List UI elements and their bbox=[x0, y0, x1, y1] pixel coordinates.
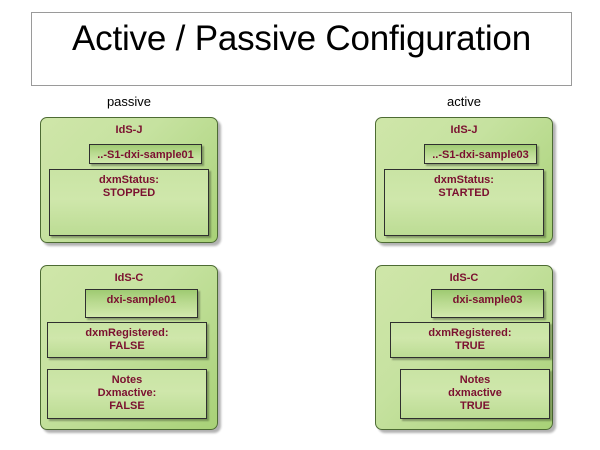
panel-passive-ids-j[interactable]: IdS-J ..-S1-dxi-sample01 dxmStatus: STOP… bbox=[40, 117, 218, 243]
panel-passive-ids-c[interactable]: IdS-C dxi-sample01 dxmRegistered: FALSE … bbox=[40, 265, 218, 430]
box-notes[interactable]: Notes dxmactive TRUE bbox=[400, 369, 550, 419]
chip-instance-name[interactable]: ..-S1-dxi-sample03 bbox=[424, 144, 537, 164]
box-line: TRUE bbox=[455, 340, 485, 352]
box-line: STOPPED bbox=[102, 187, 156, 199]
box-line: Notes bbox=[459, 374, 491, 386]
panel-title: IdS-C bbox=[449, 272, 479, 284]
chip-label: dxi-sample01 bbox=[106, 294, 177, 306]
box-line: Dxmactive: bbox=[97, 387, 157, 399]
box-line: FALSE bbox=[109, 340, 145, 352]
box-line: dxmRegistered: bbox=[428, 327, 512, 339]
chip-instance-name[interactable]: dxi-sample01 bbox=[85, 289, 198, 318]
box-line: dxmStatus: bbox=[434, 174, 494, 186]
title-box: Active / Passive Configuration bbox=[31, 12, 572, 86]
column-header-active: active bbox=[447, 94, 481, 109]
box-line: FALSE bbox=[109, 400, 145, 412]
box-dxm-registered[interactable]: dxmRegistered: TRUE bbox=[390, 322, 550, 358]
panel-title: IdS-J bbox=[115, 124, 143, 136]
box-dxm-status[interactable]: dxmStatus: STOPPED bbox=[49, 169, 209, 236]
box-line: TRUE bbox=[460, 400, 490, 412]
chip-instance-name[interactable]: dxi-sample03 bbox=[431, 289, 544, 318]
box-dxm-status[interactable]: dxmStatus: STARTED bbox=[384, 169, 544, 236]
chip-label: dxi-sample03 bbox=[452, 294, 523, 306]
page-title: Active / Passive Configuration bbox=[72, 19, 531, 58]
chip-label: ..-S1-dxi-sample03 bbox=[432, 149, 529, 161]
box-notes[interactable]: Notes Dxmactive: FALSE bbox=[47, 369, 207, 419]
column-header-passive: passive bbox=[106, 94, 152, 109]
chip-label: ..-S1-dxi-sample01 bbox=[97, 149, 194, 161]
box-line: STARTED bbox=[438, 187, 490, 199]
box-line: dxmactive bbox=[448, 387, 502, 399]
box-line: dxmRegistered: bbox=[85, 327, 169, 339]
panel-active-ids-j[interactable]: IdS-J ..-S1-dxi-sample03 dxmStatus: STAR… bbox=[375, 117, 553, 243]
box-line: Notes bbox=[111, 374, 143, 386]
box-dxm-registered[interactable]: dxmRegistered: FALSE bbox=[47, 322, 207, 358]
box-line: dxmStatus: bbox=[99, 174, 159, 186]
panel-active-ids-c[interactable]: IdS-C dxi-sample03 dxmRegistered: TRUE N… bbox=[375, 265, 553, 430]
panel-title: IdS-C bbox=[114, 272, 144, 284]
chip-instance-name[interactable]: ..-S1-dxi-sample01 bbox=[89, 144, 202, 164]
panel-title: IdS-J bbox=[450, 124, 478, 136]
